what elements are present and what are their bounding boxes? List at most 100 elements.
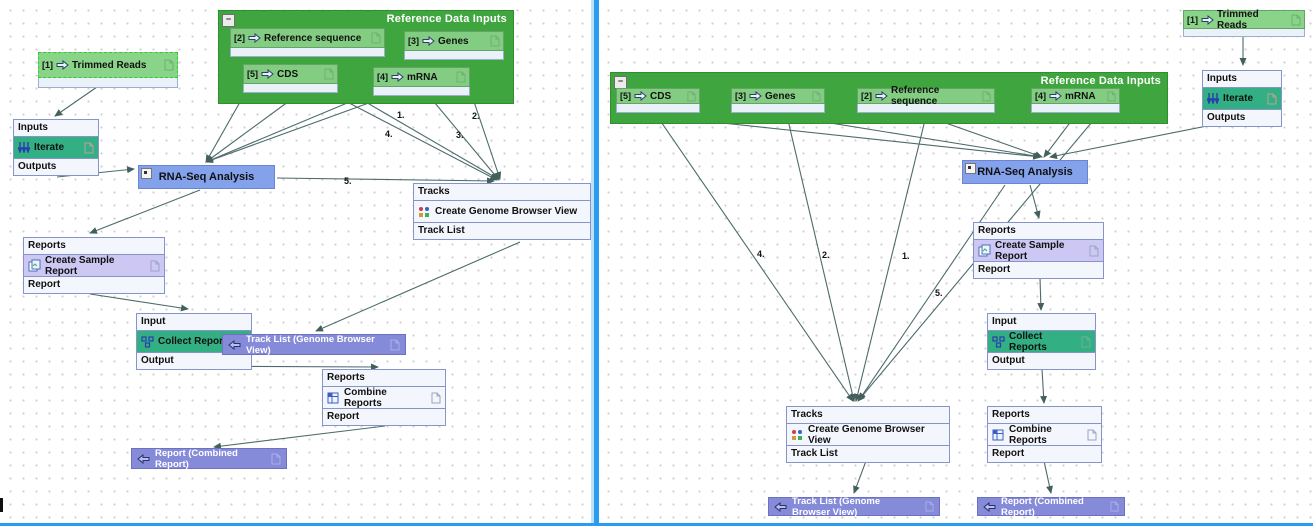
node-port-outputs[interactable]: Outputs bbox=[14, 159, 98, 175]
document-icon bbox=[1089, 245, 1099, 256]
input-arrow-icon bbox=[1201, 14, 1214, 25]
node-reference-sequence[interactable]: [2] Reference sequence bbox=[230, 28, 385, 57]
node-iterate-body[interactable]: Iterate bbox=[1203, 88, 1281, 110]
node-port-track-list[interactable]: Track List bbox=[414, 223, 590, 239]
document-icon bbox=[324, 68, 334, 80]
node-rna-seq-analysis[interactable]: RNA-Seq Analysis bbox=[962, 160, 1088, 184]
edge-label-5: 5. bbox=[935, 288, 943, 298]
node-trimmed-reads[interactable]: [1] Trimmed Reads bbox=[1183, 9, 1305, 37]
node-port-reports[interactable]: Reports bbox=[988, 407, 1101, 424]
node-genes[interactable]: [3] Genes bbox=[731, 88, 825, 113]
node-create-genome-browser-view[interactable]: Tracks Create Genome Browser View Track … bbox=[786, 406, 950, 463]
node-body[interactable]: Create Sample Report bbox=[974, 240, 1103, 262]
document-icon bbox=[1107, 91, 1116, 101]
genome-browser-icon bbox=[419, 206, 429, 217]
node-port-input[interactable]: Input bbox=[137, 314, 251, 331]
iterate-icon bbox=[1207, 93, 1219, 104]
combine-reports-icon bbox=[992, 429, 1004, 440]
node-body[interactable]: Create Sample Report bbox=[24, 255, 164, 277]
node-label: CDS bbox=[277, 68, 299, 80]
node-iterate[interactable]: Inputs Iterate Outputs bbox=[13, 119, 99, 176]
output-arrow-icon bbox=[774, 501, 787, 512]
document-icon bbox=[150, 260, 160, 271]
panel-divider[interactable] bbox=[594, 0, 599, 526]
node-combine-reports[interactable]: Reports Combine Reports Report bbox=[322, 369, 446, 426]
node-trimmed-reads[interactable]: [1] Trimmed Reads bbox=[38, 52, 178, 88]
node-port-tracks[interactable]: Tracks bbox=[787, 407, 949, 424]
node-cds[interactable]: [5] CDS bbox=[243, 64, 338, 93]
node-body[interactable]: Combine Reports bbox=[988, 424, 1101, 446]
input-order-badge: [5] bbox=[620, 91, 631, 101]
document-icon bbox=[982, 91, 991, 101]
node-port-reports[interactable]: Reports bbox=[24, 238, 164, 255]
node-body[interactable]: Collect Reports bbox=[988, 331, 1095, 353]
document-icon bbox=[431, 392, 441, 403]
node-label: Trimmed Reads bbox=[72, 59, 147, 71]
group-title: Reference Data Inputs bbox=[1040, 75, 1161, 87]
document-icon bbox=[687, 91, 696, 101]
node-port-reports[interactable]: Reports bbox=[323, 370, 445, 387]
genome-browser-icon bbox=[792, 429, 802, 440]
node-port-report[interactable]: Report bbox=[988, 446, 1101, 462]
output-arrow-icon bbox=[137, 453, 150, 464]
output-arrow-icon bbox=[228, 339, 241, 350]
node-reference-sequence[interactable]: [2] Reference sequence bbox=[857, 85, 995, 113]
node-port-report[interactable]: Report bbox=[24, 277, 164, 293]
node-output-combined-report[interactable]: Report (Combined Report) bbox=[131, 447, 287, 470]
edge-label-3: 3. bbox=[456, 130, 464, 140]
node-label: Iterate bbox=[1223, 93, 1254, 104]
node-genes[interactable]: [3] Genes bbox=[404, 31, 504, 60]
node-port-input[interactable]: Input bbox=[988, 314, 1095, 331]
node-port-tracks[interactable]: Tracks bbox=[414, 184, 590, 201]
node-create-sample-report[interactable]: Reports Create Sample Report Report bbox=[973, 222, 1104, 279]
document-icon bbox=[1081, 336, 1091, 347]
document-icon bbox=[371, 32, 381, 44]
node-port-report[interactable]: Report bbox=[974, 262, 1103, 278]
node-port-track-list[interactable]: Track List bbox=[787, 446, 949, 462]
node-label: Combine Reports bbox=[344, 386, 387, 409]
input-order-badge: [1] bbox=[42, 60, 53, 70]
node-body[interactable]: Create Genome Browser View bbox=[787, 424, 949, 446]
edge-label-1: 1. bbox=[397, 110, 405, 120]
node-label: Report (Combined Report) bbox=[155, 447, 238, 470]
node-create-sample-report[interactable]: Reports Create Sample Report Report bbox=[23, 237, 165, 294]
node-port-outputs[interactable]: Outputs bbox=[1203, 110, 1281, 126]
node-port-output[interactable]: Output bbox=[988, 353, 1095, 369]
collapse-button[interactable]: − bbox=[222, 14, 235, 27]
node-iterate[interactable]: Inputs Iterate Outputs bbox=[1202, 70, 1282, 127]
input-arrow-icon bbox=[1049, 91, 1062, 101]
node-body[interactable]: Create Genome Browser View bbox=[414, 201, 590, 223]
node-port-inputs[interactable]: Inputs bbox=[1203, 71, 1281, 88]
node-port-reports[interactable]: Reports bbox=[974, 223, 1103, 240]
node-collect-reports[interactable]: Input Collect Reports Output bbox=[987, 313, 1096, 370]
document-icon bbox=[925, 501, 934, 512]
node-rna-seq-analysis[interactable]: RNA-Seq Analysis bbox=[138, 165, 275, 189]
panel-divider-highlight bbox=[591, 0, 594, 526]
node-cds[interactable]: [5] CDS bbox=[616, 88, 700, 113]
node-port-inputs[interactable]: Inputs bbox=[14, 120, 98, 137]
node-port-report[interactable]: Report bbox=[323, 409, 445, 425]
node-label: Create Genome Browser View bbox=[808, 423, 925, 446]
node-combine-reports[interactable]: Reports Combine Reports Report bbox=[987, 406, 1102, 463]
document-icon bbox=[390, 339, 400, 350]
node-label: Reference sequence bbox=[891, 85, 940, 107]
node-body[interactable]: Combine Reports bbox=[323, 387, 445, 409]
node-output-track-list[interactable]: Track List (Genome Browser View) bbox=[768, 496, 940, 518]
node-output-track-list[interactable]: Track List (Genome Browser View) bbox=[222, 334, 406, 356]
node-port-output[interactable]: Output bbox=[137, 353, 251, 369]
node-mrna[interactable]: [4] mRNA bbox=[1031, 88, 1120, 113]
node-label: Create Genome Browser View bbox=[435, 206, 578, 217]
left-edge-mark bbox=[0, 498, 3, 512]
node-label: Combine Reports bbox=[1009, 423, 1052, 446]
node-label: Iterate bbox=[34, 142, 65, 153]
node-create-genome-browser-view[interactable]: Tracks Create Genome Browser View Track … bbox=[413, 183, 591, 240]
edge-label-2: 2. bbox=[822, 250, 830, 260]
node-output-combined-report[interactable]: Report (Combined Report) bbox=[977, 496, 1125, 518]
node-mrna[interactable]: [4] mRNA bbox=[373, 67, 470, 96]
expand-button[interactable] bbox=[965, 163, 976, 174]
input-order-badge: [2] bbox=[861, 91, 872, 101]
expand-button[interactable] bbox=[141, 168, 152, 179]
document-icon bbox=[1267, 93, 1277, 104]
node-iterate-body[interactable]: Iterate bbox=[14, 137, 98, 159]
input-arrow-icon bbox=[248, 33, 261, 43]
